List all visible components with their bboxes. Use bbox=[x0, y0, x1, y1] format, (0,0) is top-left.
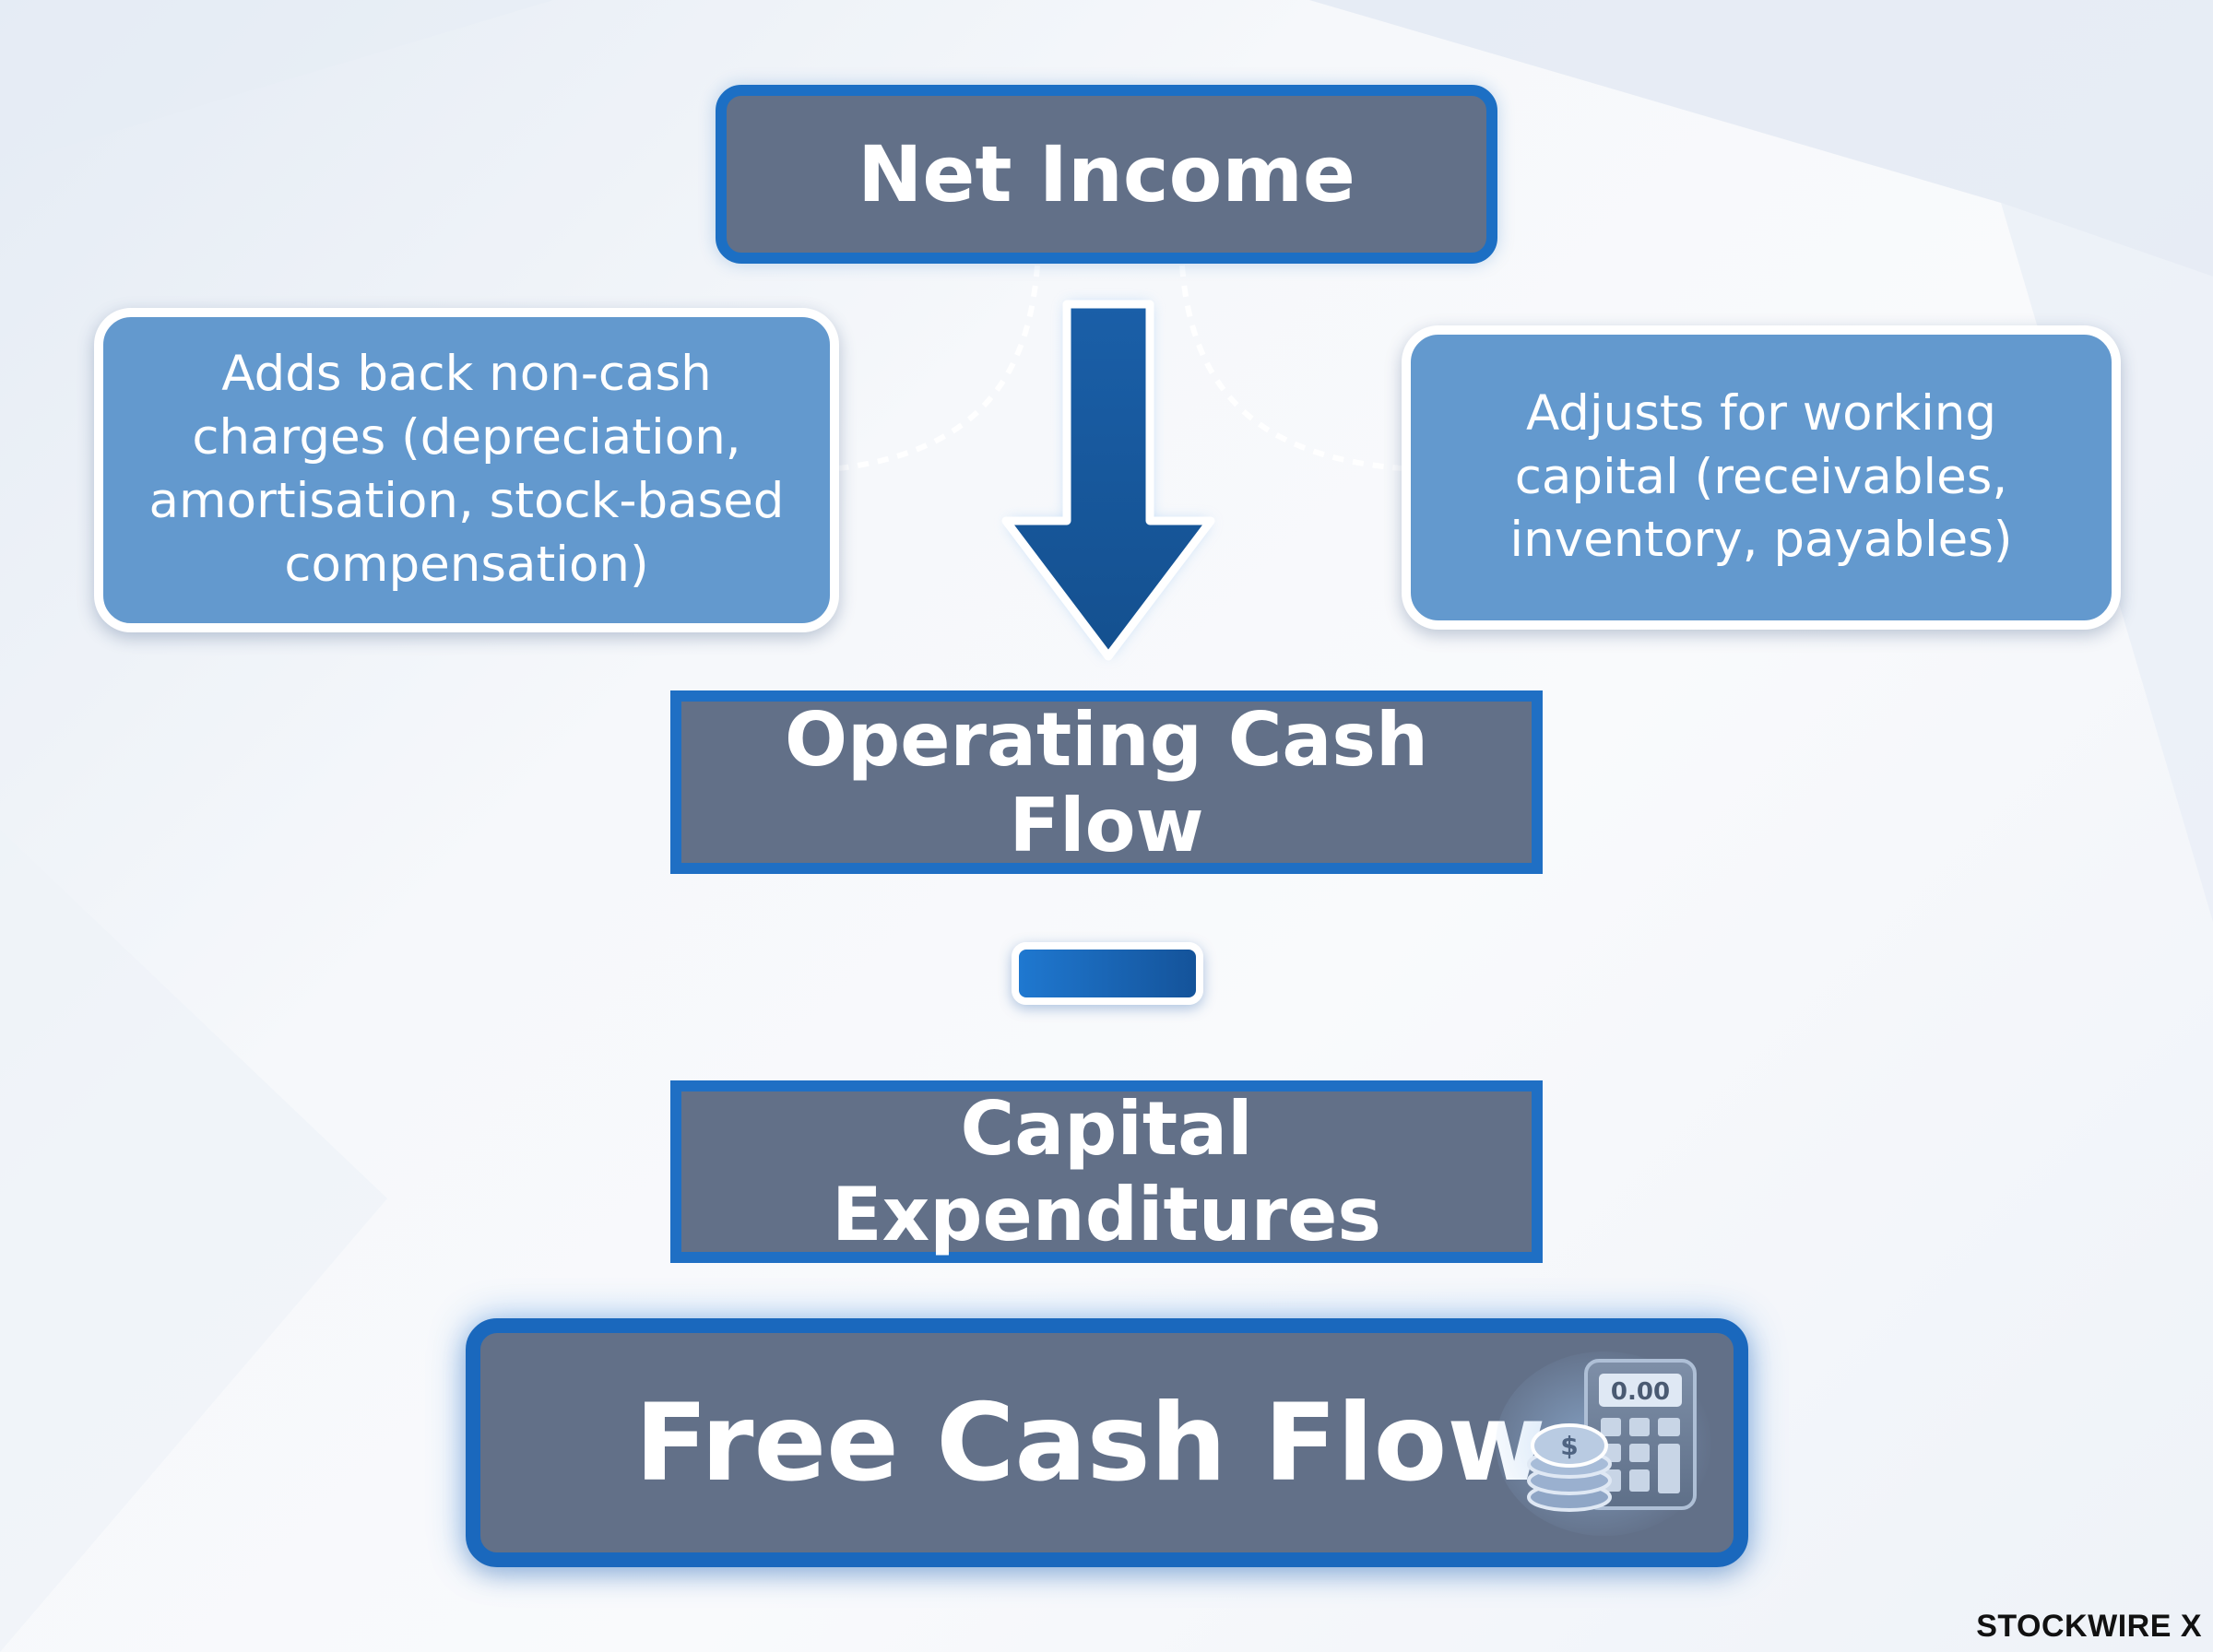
free-cash-flow-box: Free Cash Flow bbox=[466, 1318, 1748, 1567]
capital-expenditures-box: Capital Expenditures bbox=[670, 1080, 1543, 1263]
operating-cash-flow-label: Operating Cash Flow bbox=[785, 696, 1428, 868]
capital-expenditures-label: Capital Expenditures bbox=[832, 1086, 1381, 1257]
calculator-display: 0.00 bbox=[1611, 1378, 1670, 1406]
note-non-cash-charges: Adds back non-cash charges (depreciation… bbox=[94, 308, 839, 632]
free-cash-flow-label: Free Cash Flow bbox=[634, 1380, 1546, 1505]
svg-text:$: $ bbox=[1560, 1431, 1578, 1461]
calculator-icon: 0.00 $ bbox=[1496, 1351, 1713, 1536]
dollar-coins-icon: $ bbox=[1527, 1423, 1612, 1512]
net-income-box: Net Income bbox=[716, 85, 1497, 264]
note-working-capital: Adjusts for working capital (receivables… bbox=[1402, 325, 2121, 630]
minus-operator-icon bbox=[1012, 942, 1203, 1005]
net-income-label: Net Income bbox=[858, 129, 1355, 219]
stockwire-logo: STOCKWIRE X bbox=[1976, 1609, 2202, 1644]
operating-cash-flow-box: Operating Cash Flow bbox=[670, 690, 1543, 874]
